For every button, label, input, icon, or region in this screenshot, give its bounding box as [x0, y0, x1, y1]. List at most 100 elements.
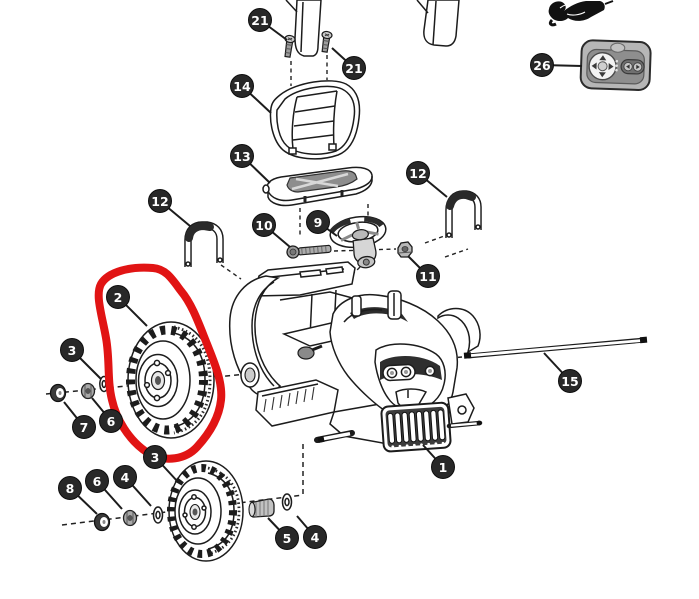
- callout-screw-left: 21: [248, 8, 288, 41]
- callout-number: 21: [345, 61, 362, 76]
- callout-rear-wheel: 2: [106, 285, 148, 327]
- callout-number: 6: [93, 474, 102, 489]
- callout-seat-back: 14: [230, 74, 272, 114]
- callout-badge: [113, 465, 137, 489]
- callout-nut-rear: 6: [91, 397, 123, 433]
- callout-washer-rear: 3: [60, 338, 102, 380]
- callout-hub-cap-front: 8: [58, 476, 98, 515]
- shift-knob: [297, 346, 315, 360]
- callout-badge: [60, 338, 84, 362]
- washer-front-left: [152, 506, 164, 524]
- seat-post-tube: [285, 0, 322, 57]
- callout-badge: [530, 53, 554, 77]
- rear-wheel: [126, 321, 215, 439]
- callout-number: 10: [255, 218, 273, 233]
- callout-number: 7: [80, 420, 89, 435]
- washer-front-right: [281, 493, 293, 511]
- callout-badge: [72, 415, 96, 439]
- callout-badge: [58, 476, 82, 500]
- callout-number: 12: [409, 166, 426, 181]
- callout-number: 21: [251, 13, 268, 28]
- callout-badge: [106, 285, 130, 309]
- axle-rod: [463, 336, 648, 359]
- callout-nut-front: 6: [85, 469, 123, 510]
- callout-number: 11: [419, 269, 436, 284]
- tractor-body: [228, 261, 483, 453]
- callout-steering-bolt: 10: [252, 213, 291, 248]
- charger-plug: [548, 0, 614, 27]
- callout-axle-bushing: 5: [267, 517, 299, 550]
- callout-badge: [148, 189, 172, 213]
- handle-tube-section: [416, 0, 460, 47]
- axle-bushing: [248, 498, 275, 518]
- callout-badge: [306, 210, 330, 234]
- front-wheel: [167, 460, 244, 562]
- callout-handle-right: 12: [406, 161, 448, 198]
- callout-badge: [275, 526, 299, 550]
- callout-number: 3: [151, 450, 160, 465]
- steering-bolt: [286, 244, 332, 259]
- callout-axle-rod: 15: [543, 352, 582, 393]
- remote-control: [579, 39, 652, 92]
- callout-number: 1: [439, 460, 448, 475]
- callout-badge: [431, 455, 455, 479]
- callout-number: 5: [283, 531, 292, 546]
- callout-washer-front-left: 4: [113, 465, 152, 507]
- callout-steering-nut: 11: [407, 255, 440, 288]
- nut-front: [122, 509, 138, 527]
- callout-number: 9: [314, 215, 323, 230]
- dpad-buttons: [588, 52, 617, 81]
- callout-front-wheel: 3: [143, 445, 179, 483]
- callout-number: 4: [121, 470, 130, 485]
- front-axle-stub-right: [446, 420, 483, 429]
- highlight-loop: [94, 263, 226, 463]
- callout-badge: [406, 161, 430, 185]
- callout-steering-wheel: 9: [306, 210, 338, 237]
- direction-pill-buttons: [620, 59, 645, 75]
- callout-badge: [558, 369, 582, 393]
- indicator-dots: [615, 59, 619, 72]
- steering-wheel: [329, 215, 387, 269]
- callout-number: 14: [233, 79, 251, 94]
- callout-badge: [248, 8, 272, 32]
- seat-base: [262, 166, 373, 207]
- power-led-oval: [610, 42, 626, 53]
- callout-washer-front-right: 4: [296, 515, 327, 549]
- callout-badge: [85, 469, 109, 493]
- callout-badge: [143, 445, 167, 469]
- callout-badge: [303, 525, 327, 549]
- callout-number: 6: [107, 414, 116, 429]
- callout-handle-left: 12: [148, 189, 191, 227]
- callout-number: 12: [151, 194, 168, 209]
- hub-cap-rear: [49, 383, 67, 403]
- callout-badge: [342, 56, 366, 80]
- front-grille: [380, 401, 452, 453]
- callout-badge: [99, 409, 123, 433]
- callout-seat-base: 13: [230, 144, 271, 184]
- callout-screw-right: 21: [331, 47, 366, 80]
- callout-number: 8: [66, 481, 75, 496]
- callout-badge: [252, 213, 276, 237]
- callout-number: 3: [68, 343, 77, 358]
- callout-number: 13: [233, 149, 250, 164]
- callout-tractor-body: 1: [422, 444, 455, 479]
- callout-layer: 21 21 14 13 12 12 10 9 11 2 3 7 6 8 6 4 3 5 4 1 15 26: [58, 8, 583, 550]
- callout-remote-control: 26: [530, 53, 583, 77]
- callout-badge: [230, 144, 254, 168]
- callout-badge: [416, 264, 440, 288]
- hub-cap-front: [93, 512, 111, 532]
- callout-number: 26: [533, 58, 551, 73]
- screw-left: [284, 34, 296, 58]
- steering-nut: [397, 241, 413, 258]
- callout-badge: [230, 74, 254, 98]
- callout-number: 4: [311, 530, 320, 545]
- handle-left: [184, 221, 224, 267]
- headlights: [386, 365, 436, 379]
- handle-right: [445, 190, 482, 238]
- callout-number: 2: [114, 290, 123, 305]
- seat-back: [269, 80, 361, 160]
- front-axle-stub-left: [314, 430, 355, 443]
- callout-number: 15: [561, 374, 578, 389]
